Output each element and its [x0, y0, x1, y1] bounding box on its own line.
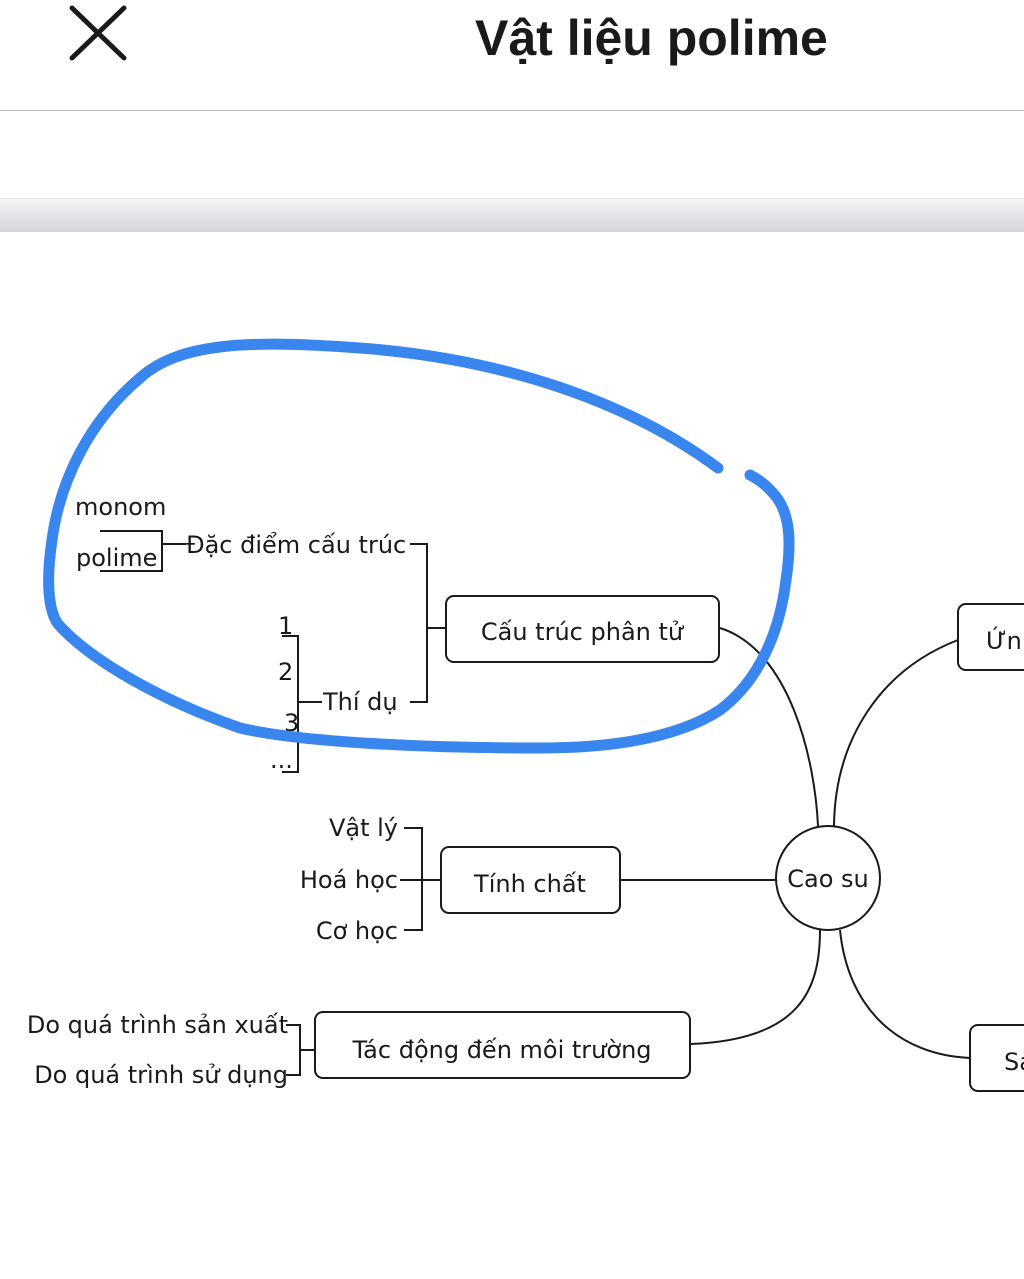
example-item: 2 — [278, 658, 293, 686]
bracket-structure — [410, 543, 428, 703]
node-application-box[interactable] — [957, 603, 1024, 671]
node-environment-box[interactable] — [314, 1011, 691, 1079]
document-view[interactable]: Cấu trúc phân tử Tính chất Tác động đến … — [0, 232, 1024, 1279]
example-item: 3 — [284, 709, 299, 737]
label-monomer: monom — [75, 493, 166, 521]
connector-structure — [719, 627, 819, 827]
node-environment-label: Tác động đến môi trường — [351, 1036, 651, 1064]
property-item: Cơ học — [316, 917, 398, 945]
bracket-examples — [282, 635, 299, 773]
property-item: Vật lý — [329, 814, 398, 842]
connector-environment — [689, 929, 821, 1045]
mind-map: Cấu trúc phân tử Tính chất Tác động đến … — [27, 338, 1024, 1092]
connector-application — [833, 639, 959, 827]
scrollbar-track[interactable] — [0, 198, 1024, 233]
node-structure-label: Cấu trúc phân tử — [481, 618, 685, 646]
node-properties-label: Tính chất — [473, 870, 586, 898]
environment-item: Do quá trình sử dụng — [34, 1061, 288, 1089]
label-features: Đặc điểm cấu trúc — [186, 531, 406, 559]
node-production-label: Sả — [1004, 1048, 1024, 1076]
close-button[interactable] — [66, 4, 130, 64]
bracket-environment — [286, 1024, 301, 1076]
page-title: Vật liệu polime — [475, 10, 828, 66]
bracket-monomer-polymer — [100, 530, 163, 572]
node-structure-box[interactable] — [445, 595, 720, 663]
property-item: Hoá học — [300, 866, 398, 894]
label-examples: Thí dụ — [322, 688, 398, 716]
top-bar: Vật liệu polime — [0, 0, 1024, 111]
close-icon — [69, 5, 127, 61]
node-center-circle[interactable] — [775, 825, 881, 931]
node-properties-box[interactable] — [440, 846, 621, 914]
connector-production — [839, 929, 971, 1059]
label-polymer: polime — [76, 544, 157, 572]
highlight-annotation — [43, 338, 795, 754]
node-production-box[interactable] — [969, 1024, 1024, 1092]
node-application-label: Ứn — [986, 625, 1022, 655]
node-center-label: Cao su — [787, 865, 869, 893]
environment-item: Do quá trình sản xuất — [27, 1011, 288, 1039]
example-item: ... — [270, 746, 293, 774]
example-item: 1 — [278, 612, 293, 640]
